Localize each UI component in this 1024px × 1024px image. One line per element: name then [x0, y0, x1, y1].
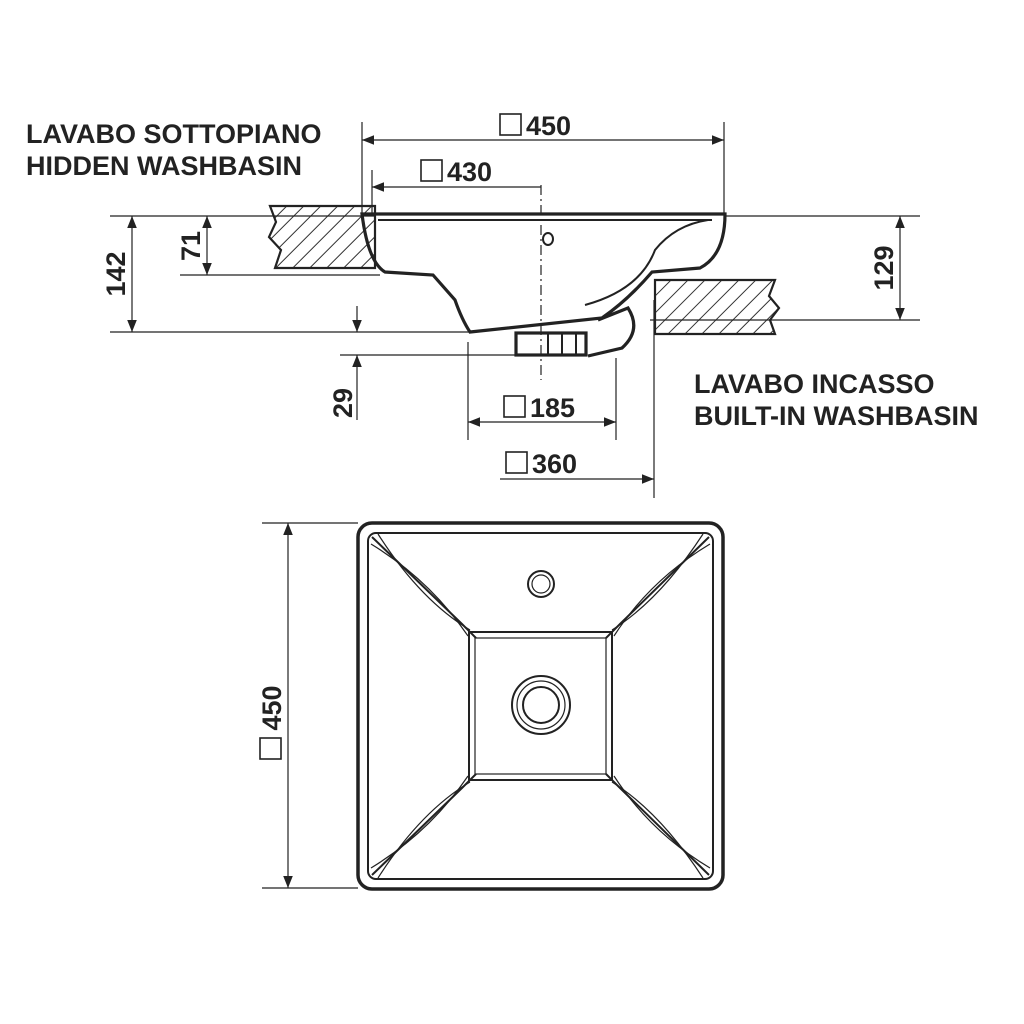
drain-hole: [522, 686, 560, 724]
corner-ridge-bottom-right-b: [611, 781, 704, 879]
square-symbol-icon: [259, 737, 282, 760]
corner-ridge-bottom-left-c: [370, 775, 469, 869]
corner-ridge-top-right: [605, 536, 710, 639]
drain-fitting: [514, 331, 588, 357]
basin-bottom-square-inner: [474, 637, 607, 775]
basin-outer-edge: [356, 521, 725, 891]
side-view: 450 430 142 71 129 29 185 360: [101, 111, 920, 498]
dim-plan-450-value: 450: [257, 685, 287, 730]
corner-ridge-top-right-b: [611, 533, 704, 631]
hidden-label-line2: HIDDEN WASHBASIN: [26, 151, 302, 181]
dim-430-value: 430: [447, 157, 492, 187]
corner-ridge-bottom-right-c: [613, 775, 711, 869]
square-symbol-icon: [499, 113, 522, 136]
corner-ridge-bottom-left: [371, 773, 477, 876]
hidden-washbasin-label: LAVABO SOTTOPIANO HIDDEN WASHBASIN: [26, 119, 322, 181]
dim-plan-450: 450: [257, 685, 287, 760]
corner-ridge-top-left-b: [377, 533, 471, 631]
builtin-label-line2: BUILT-IN WASHBASIN: [694, 401, 979, 431]
hidden-label-line1: LAVABO SOTTOPIANO: [26, 119, 322, 149]
basin-inner-rim: [367, 532, 714, 880]
corner-ridge-bottom-left-b: [377, 781, 471, 879]
dim-450-top-value: 450: [526, 111, 571, 141]
corner-ridge-top-left-c: [370, 543, 469, 637]
dim-71-value: 71: [176, 231, 206, 261]
overflow-hole: [542, 232, 554, 246]
plan-view: 450: [257, 521, 725, 891]
dim-129-value: 129: [869, 245, 899, 290]
basin-bottom-square: [468, 631, 613, 781]
builtin-washbasin-label: LAVABO INCASSO BUILT-IN WASHBASIN: [694, 369, 979, 431]
builtin-label-line1: LAVABO INCASSO: [694, 369, 935, 399]
corner-ridge-bottom-right: [605, 773, 710, 876]
square-symbol-icon: [505, 451, 528, 474]
tap-hole-inner: [531, 574, 551, 594]
dim-360: 360: [505, 449, 577, 479]
drain-outer-ring: [511, 675, 571, 735]
corner-ridge-top-right-c: [613, 543, 711, 637]
corner-ridge-top-left: [371, 536, 477, 639]
trap-pipe: [587, 306, 636, 358]
dim-142-value: 142: [101, 251, 131, 296]
dim-430: 430: [420, 157, 492, 187]
dim-185: 185: [503, 393, 575, 423]
dim-185-value: 185: [530, 393, 575, 423]
dim-450-top: 450: [499, 111, 571, 141]
dim-29-value: 29: [328, 388, 358, 418]
drain-middle-ring: [516, 680, 566, 730]
left-countertop-section: [267, 204, 377, 270]
tap-hole: [527, 570, 555, 598]
dim-360-value: 360: [532, 449, 577, 479]
square-symbol-icon: [420, 159, 443, 182]
right-countertop-section: [653, 278, 781, 336]
square-symbol-icon: [503, 395, 526, 418]
bowl-interior-curve: [584, 219, 709, 306]
